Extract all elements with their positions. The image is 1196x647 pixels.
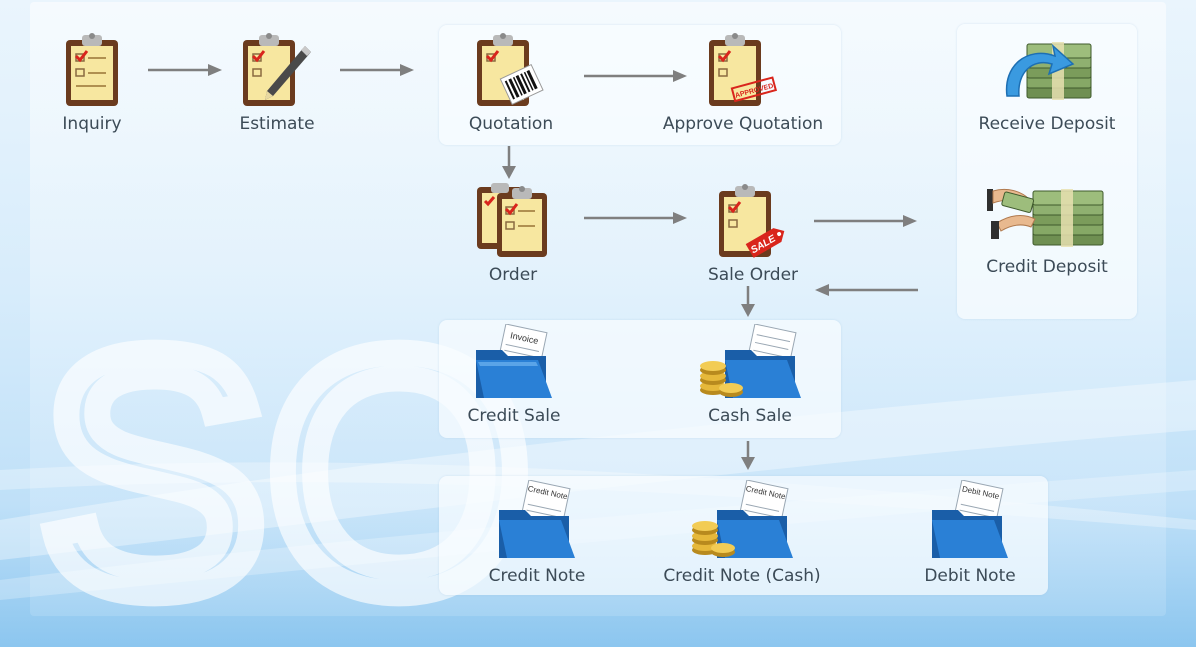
node-order[interactable]: Order xyxy=(423,181,603,285)
node-label: Credit Note xyxy=(488,566,586,586)
node-receive-deposit[interactable]: Receive Deposit xyxy=(957,36,1137,134)
arrow-saleorder-sales xyxy=(741,286,755,317)
clipboard-sale-icon: SALE xyxy=(719,184,785,258)
folder-credit-note-coins-icon: Credit Note xyxy=(692,480,793,558)
node-credit-note-cash[interactable]: Credit Note Credit Note (Cash) xyxy=(652,480,832,586)
clipboards-icon xyxy=(477,183,547,257)
money-receive-icon xyxy=(1005,42,1092,100)
node-label: Estimate xyxy=(239,114,315,134)
folder-invoice-icon: Invoice xyxy=(476,324,552,398)
node-sale-order[interactable]: SALE Sale Order xyxy=(663,181,843,285)
node-approve-quotation[interactable]: APPROVED Approve Quotation xyxy=(653,30,833,134)
node-credit-note[interactable]: Credit Note Credit Note xyxy=(447,480,627,586)
node-estimate[interactable]: Estimate xyxy=(187,30,367,134)
arrow-inquiry-estimate xyxy=(148,64,222,76)
folder-coins-icon xyxy=(700,324,801,398)
clipboard-approved-icon: APPROVED xyxy=(709,33,778,106)
node-label: Credit Note (Cash) xyxy=(663,566,821,586)
folder-credit-note-icon: Credit Note xyxy=(499,480,575,558)
node-credit-deposit[interactable]: Credit Deposit xyxy=(957,181,1137,277)
arrow-saleorder-deposit xyxy=(814,215,917,227)
clipboard-pen-icon xyxy=(243,33,311,106)
arrow-sales-notes xyxy=(741,441,755,470)
node-inquiry[interactable]: Inquiry xyxy=(2,30,182,134)
node-debit-note[interactable]: Debit Note Debit Note xyxy=(880,480,1060,586)
arrow-estimate-quotation xyxy=(340,64,414,76)
money-handshake-icon xyxy=(987,188,1104,247)
node-label: Inquiry xyxy=(62,114,122,134)
arrow-deposit-saleorder xyxy=(815,284,918,296)
node-credit-sale[interactable]: Invoice Credit Sale xyxy=(424,324,604,426)
arrow-quotation-order xyxy=(502,146,516,179)
clipboard-barcode-icon xyxy=(477,33,544,106)
node-label: Credit Deposit xyxy=(986,257,1108,277)
node-label: Credit Sale xyxy=(467,406,561,426)
node-label: Sale Order xyxy=(707,265,799,285)
arrow-order-saleorder xyxy=(584,212,687,224)
node-label: Debit Note xyxy=(924,566,1016,586)
node-cash-sale[interactable]: Cash Sale xyxy=(660,324,840,426)
clipboard-icon xyxy=(66,33,118,106)
node-label: Receive Deposit xyxy=(978,114,1116,134)
folder-debit-note-icon: Debit Note xyxy=(932,480,1008,558)
node-label: Quotation xyxy=(468,114,554,134)
node-quotation[interactable]: Quotation xyxy=(421,30,601,134)
node-label: Cash Sale xyxy=(708,406,792,426)
arrow-quotation-approve xyxy=(584,70,687,82)
node-label: Approve Quotation xyxy=(662,114,824,134)
node-label: Order xyxy=(488,265,538,285)
